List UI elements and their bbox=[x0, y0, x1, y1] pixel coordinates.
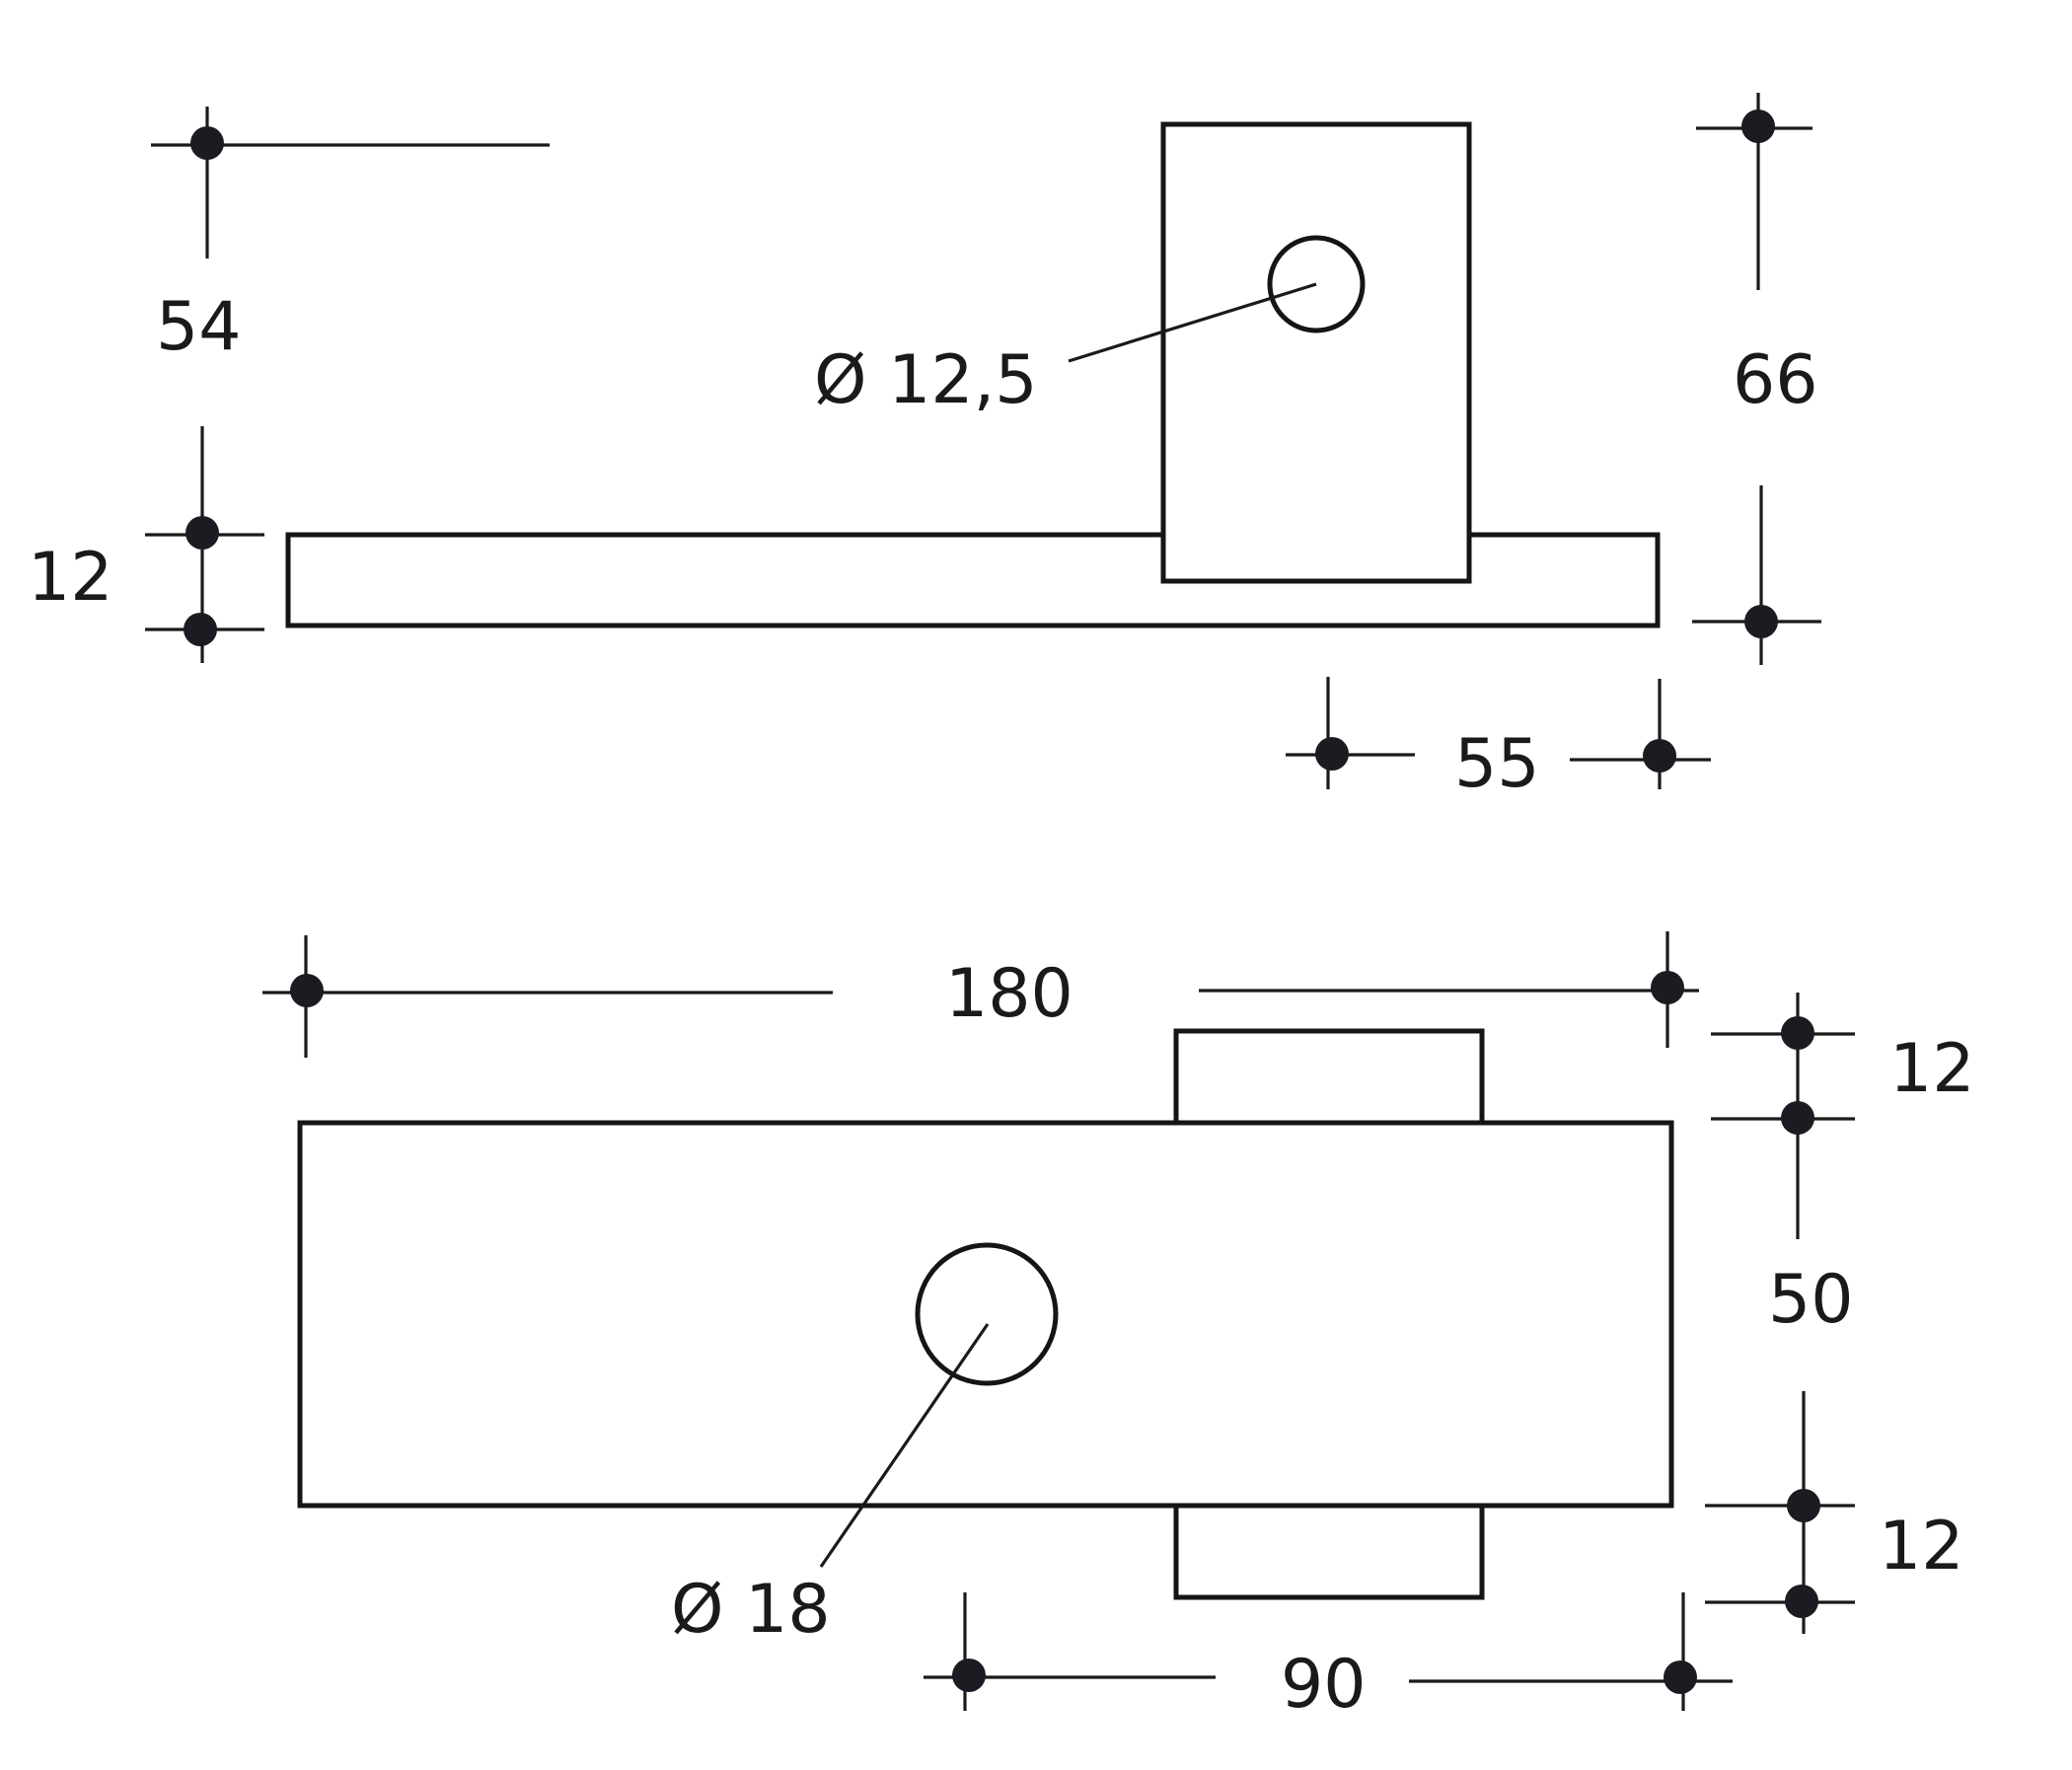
top-view: Ø 12,5 54 66 12 bbox=[28, 93, 1821, 803]
dim-180-dot-right bbox=[1651, 971, 1684, 1004]
dim-12-top-tab-label: 12 bbox=[1889, 1030, 1975, 1108]
front-bottom-tab bbox=[1173, 1503, 1485, 1600]
dim-12-bottom-tab-label: 12 bbox=[1879, 1508, 1964, 1586]
dim-12-bottom-tab: 12 bbox=[1705, 1391, 1964, 1634]
dim-12-top-tab-dot-top bbox=[1781, 1016, 1814, 1050]
dim-12-label: 12 bbox=[28, 539, 113, 617]
dim-90-dot-right bbox=[1664, 1660, 1697, 1694]
dim-55-dot-right bbox=[1643, 739, 1676, 773]
dim-54-dot bbox=[190, 126, 224, 160]
dim-50-label: 50 bbox=[1768, 1261, 1854, 1339]
dim-180-dot-left bbox=[290, 974, 324, 1007]
dim-50: 50 bbox=[1768, 1261, 1854, 1339]
dim-54: 54 bbox=[151, 107, 550, 366]
dim-180: 180 bbox=[262, 931, 1699, 1058]
front-view: Ø 18 180 12 50 bbox=[262, 931, 1975, 1724]
front-hole-circle bbox=[915, 1242, 1059, 1386]
dim-66: 66 bbox=[1692, 93, 1821, 665]
dim-90: 90 bbox=[924, 1592, 1733, 1724]
dim-12-top-tab-dot-bottom bbox=[1781, 1101, 1814, 1135]
dim-12-bottom-tab-dot-bottom bbox=[1785, 1585, 1818, 1618]
dim-54-label: 54 bbox=[156, 288, 242, 366]
front-main-body bbox=[297, 1120, 1674, 1509]
front-top-tab bbox=[1173, 1028, 1485, 1126]
dim-90-label: 90 bbox=[1281, 1646, 1367, 1724]
top-upright-tab bbox=[1160, 121, 1472, 584]
dim-12-top-view: 12 bbox=[28, 426, 264, 663]
front-hole-label: Ø 18 bbox=[671, 1571, 831, 1649]
dim-12-dot-bottom bbox=[184, 613, 217, 646]
front-hole-leader bbox=[819, 1323, 990, 1568]
dim-55-label: 55 bbox=[1454, 725, 1540, 803]
dim-66-label: 66 bbox=[1733, 341, 1818, 419]
top-hole-circle bbox=[1267, 235, 1366, 333]
top-base-plate bbox=[285, 532, 1661, 628]
top-hole-leader bbox=[1068, 282, 1317, 363]
dim-66-dot-top bbox=[1741, 110, 1775, 143]
top-hole-label: Ø 12,5 bbox=[814, 341, 1038, 419]
dim-55: 55 bbox=[1286, 677, 1711, 803]
dim-180-label: 180 bbox=[945, 955, 1073, 1033]
dim-55-dot-left bbox=[1315, 737, 1349, 771]
dim-12-top-tab: 12 bbox=[1711, 993, 1975, 1239]
dim-66-dot-bottom bbox=[1744, 605, 1778, 638]
dim-12-dot-top bbox=[185, 516, 219, 550]
dim-90-dot-left bbox=[952, 1659, 986, 1692]
dim-12-bottom-tab-dot-top bbox=[1787, 1489, 1820, 1522]
